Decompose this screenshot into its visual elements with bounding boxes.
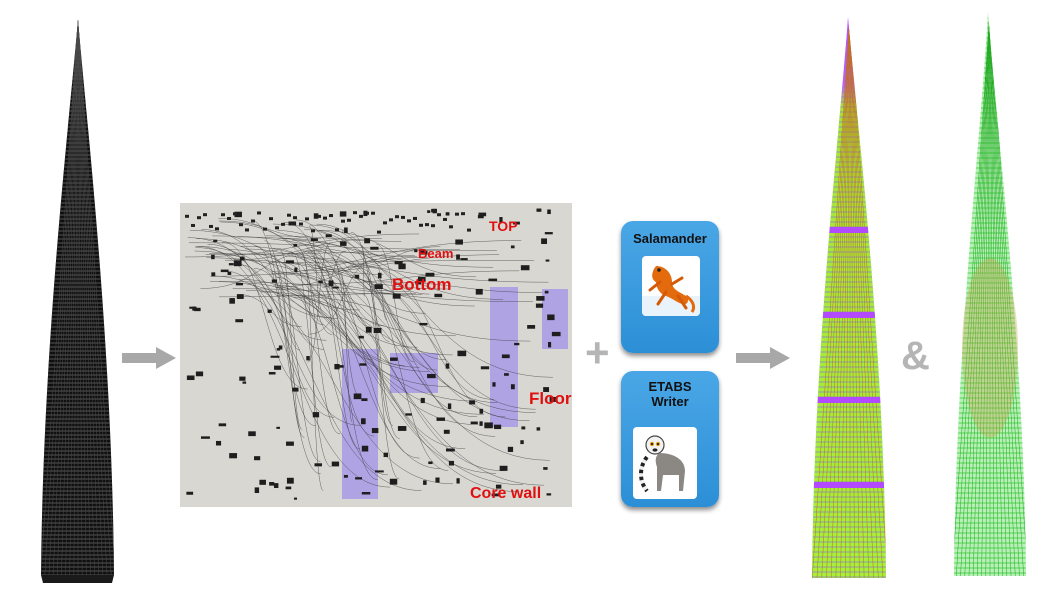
label-beam: Beam	[418, 246, 454, 261]
node-graph	[185, 208, 568, 500]
plugin-card-salamander: Salamander	[621, 221, 719, 353]
plus-sign: +	[585, 329, 610, 376]
structural-model-icon	[812, 17, 886, 578]
grasshopper-canvas: TOP Beam Bottom Floors Core wall	[180, 203, 572, 507]
structural-model-icon	[954, 11, 1026, 576]
lemur-icon	[633, 427, 697, 499]
label-floors: Floors	[529, 389, 572, 408]
label-core-wall: Core wall	[470, 485, 542, 502]
right-arrow-icon	[122, 347, 176, 369]
wireframe-tower-icon	[41, 20, 114, 583]
right-arrow-icon	[736, 347, 790, 369]
salamander-icon	[642, 256, 700, 316]
label-bottom: Bottom	[392, 275, 452, 294]
label-top: TOP	[489, 218, 518, 234]
plugin-card-etabs-writer: ETABS Writer	[621, 371, 719, 507]
ampersand-sign: &	[901, 334, 930, 378]
plugin-title-salamander: Salamander	[633, 231, 707, 246]
plugin-title-etabs-writer: ETABS Writer	[648, 379, 692, 409]
